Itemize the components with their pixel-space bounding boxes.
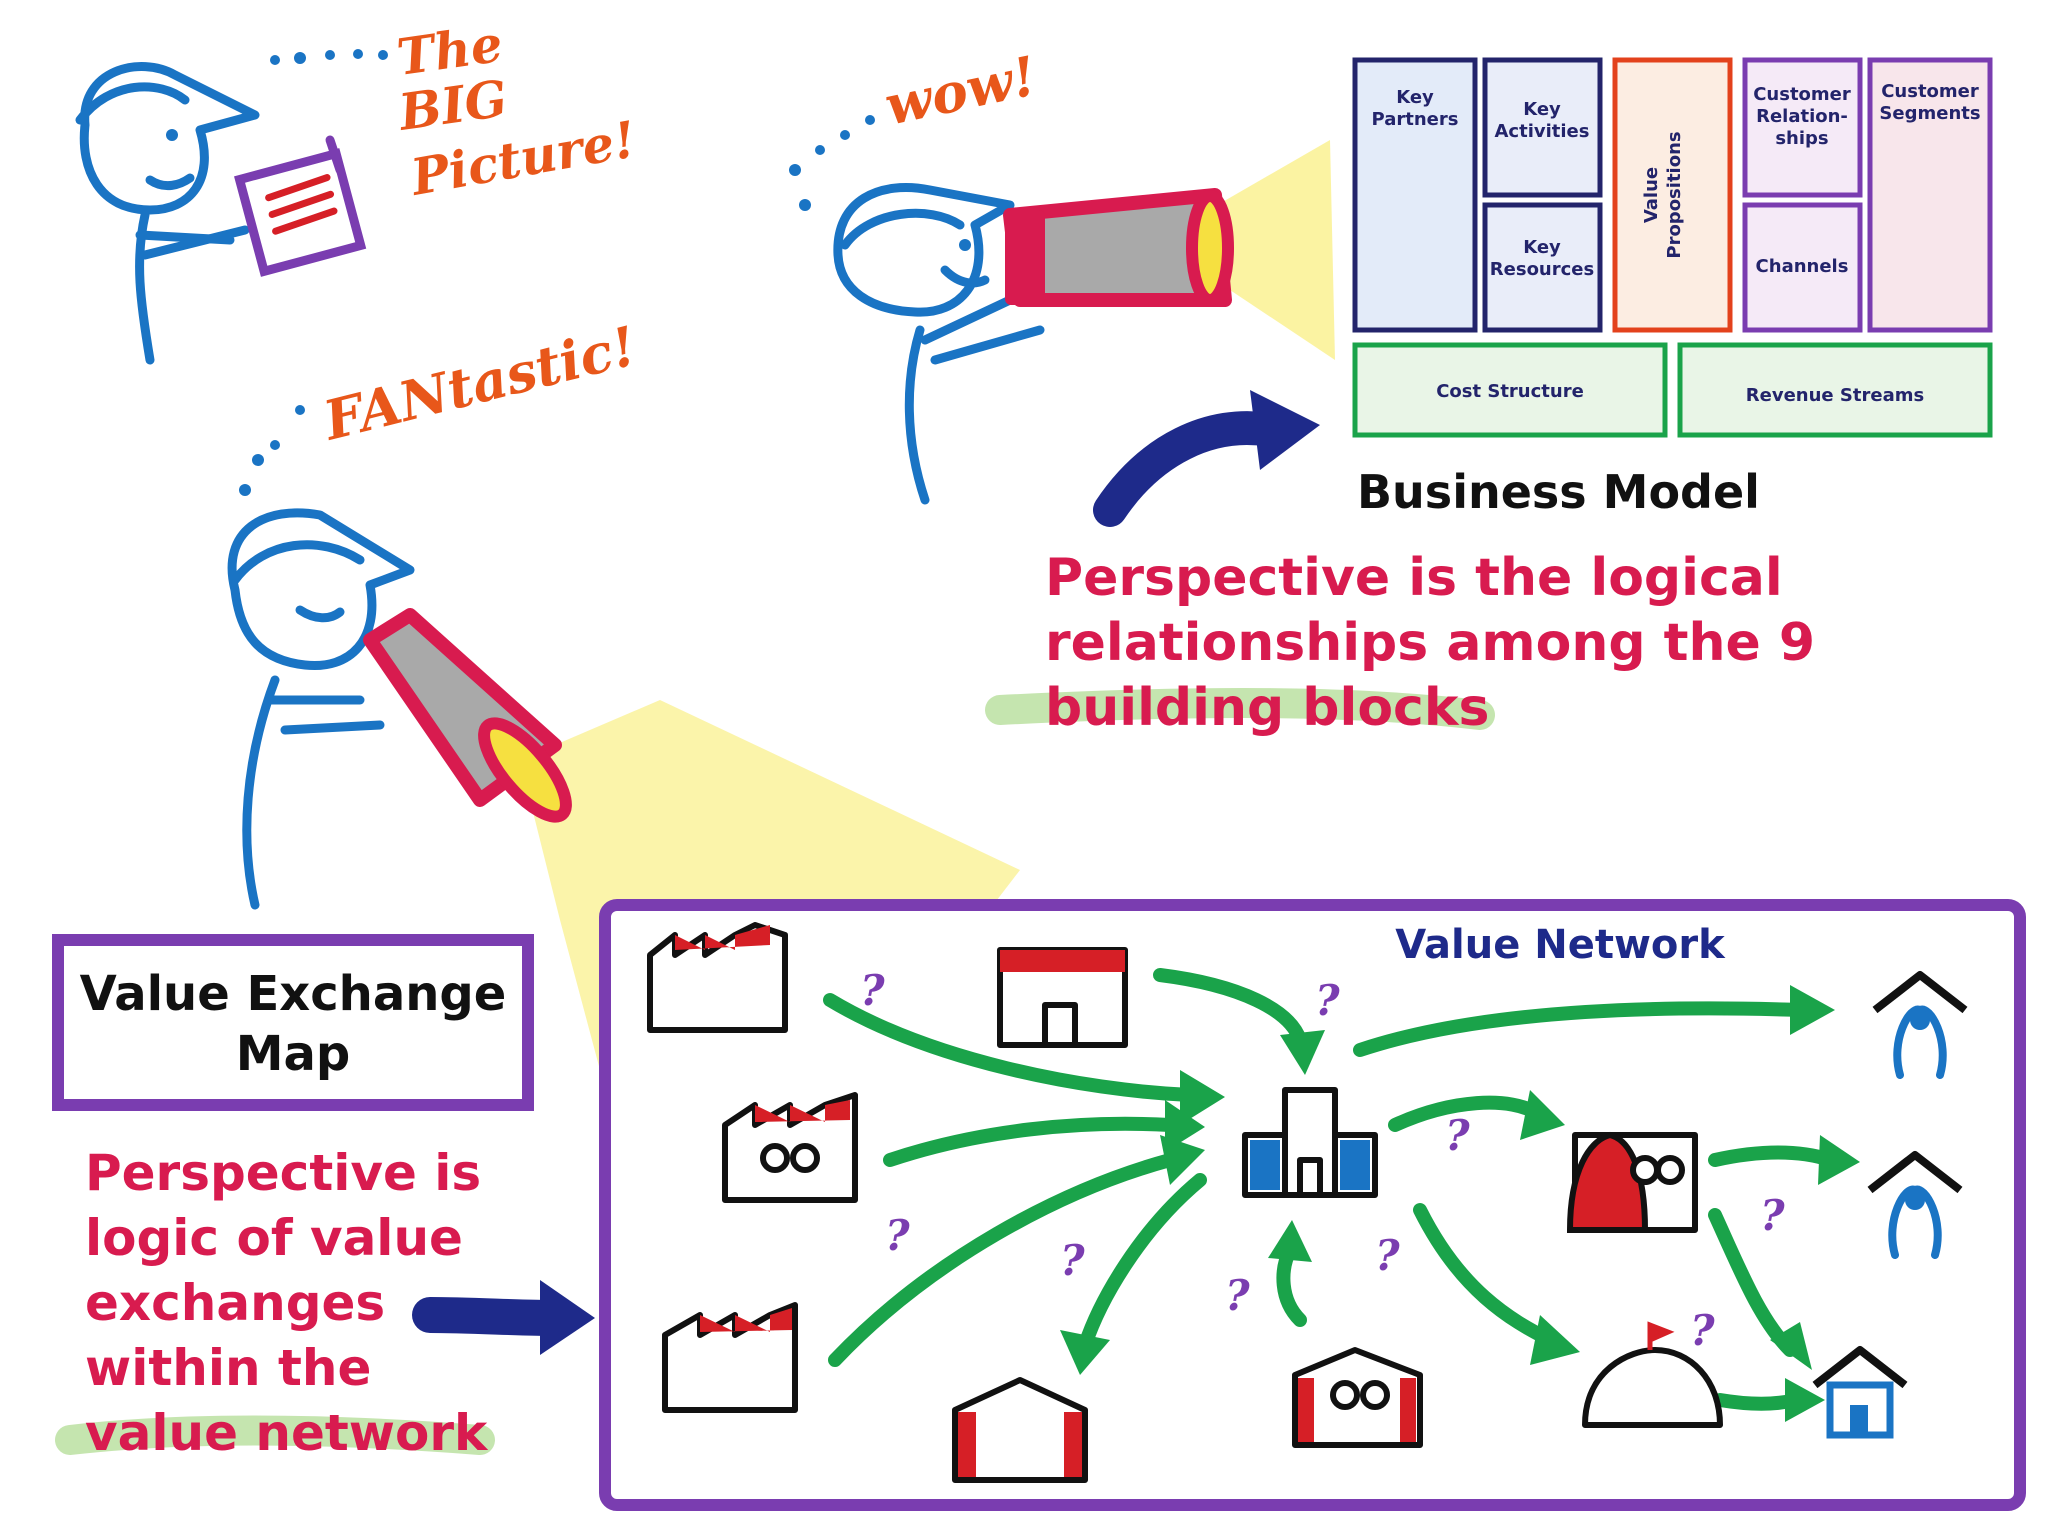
customer-relationships-label-3: ships: [1775, 128, 1828, 149]
key-resources-label-1: Key: [1523, 237, 1561, 258]
home-1: [1872, 971, 1968, 1079]
key-activities-label-2: Activities: [1495, 121, 1590, 142]
home-2: [1867, 1151, 1963, 1259]
store-with-tent: [1566, 1131, 1698, 1233]
wow-text: wow!: [879, 43, 1042, 137]
shop: [997, 947, 1128, 1048]
customer-segments-label-2: Segments: [1879, 103, 1980, 124]
cost-structure-label: Cost Structure: [1436, 381, 1584, 402]
booth: [1292, 1347, 1423, 1448]
value-propositions-label-1: Value: [1641, 167, 1662, 223]
customer-relationships-block: [1742, 57, 1863, 198]
network-arrows: [823, 968, 1860, 1422]
navy-arrow-to-canvas: [1093, 390, 1320, 527]
figure-fantastic: [227, 405, 572, 910]
fantastic-text: FANtastic!: [316, 313, 643, 453]
highlight-value-network: [55, 1415, 495, 1455]
figure-big-picture: [75, 49, 388, 365]
figure-wow: [789, 115, 1234, 505]
factory-1: [647, 922, 788, 1033]
highlight-building-blocks: [985, 688, 1495, 730]
question-mark: ?: [1690, 1306, 1715, 1355]
channels-block: [1742, 202, 1863, 333]
arrow-store-home2: [1708, 1145, 1837, 1167]
light-beam-top: [1200, 140, 1335, 360]
key-activities-block: [1482, 57, 1603, 198]
value-exchange-map-title-1: Value Exchange: [80, 966, 507, 1022]
arrow-shop-hub: [1153, 968, 1307, 1047]
business-model-canvas: Key Partners Key Activities Key Resource…: [1352, 57, 1993, 438]
question-mark: ?: [885, 1211, 910, 1260]
revenue-streams-block: [1677, 342, 1993, 438]
factory-2: [722, 1092, 858, 1203]
arrow-factory1-hub: [823, 993, 1197, 1102]
value-propositions-label-2: Propositions: [1664, 131, 1685, 258]
arrow-dome-home3: [1713, 1393, 1802, 1411]
customer-relationships-label-1: Customer: [1753, 84, 1851, 105]
vem-perspective-line-2: logic of value: [85, 1209, 463, 1267]
vem-perspective-line-5: value network: [85, 1404, 489, 1462]
question-mark: ?: [1760, 1191, 1785, 1240]
navy-arrow-to-network: [412, 1280, 595, 1355]
question-mark: ?: [1060, 1236, 1085, 1285]
arrow-factory2-hub: [883, 1116, 1177, 1167]
question-mark: ?: [1315, 976, 1340, 1025]
bm-perspective-line-2: relationships among the 9: [1045, 613, 1815, 673]
question-mark: ?: [1375, 1231, 1400, 1280]
key-partners-label-1: Key: [1396, 87, 1434, 108]
factory-3: [662, 1302, 798, 1413]
channels-label: Channels: [1756, 256, 1849, 277]
value-exchange-map-title-2: Map: [236, 1026, 351, 1082]
customer-relationships-label-2: Relation-: [1756, 106, 1848, 127]
vem-perspective-line-3: exchanges: [85, 1274, 385, 1332]
central-hub: [1242, 1087, 1378, 1198]
question-mark: ?: [1445, 1111, 1470, 1160]
home-3: [1812, 1346, 1908, 1439]
key-resources-label-2: Resources: [1490, 259, 1594, 280]
arrow-hub-dome: [1413, 1203, 1557, 1347]
warehouse: [952, 1377, 1088, 1483]
revenue-streams-label: Revenue Streams: [1746, 385, 1924, 406]
arrow-hub-home1: [1353, 1001, 1807, 1057]
key-partners-label-2: Partners: [1372, 109, 1459, 130]
value-exchange-map-box: [52, 934, 534, 1111]
key-activities-label-1: Key: [1523, 99, 1561, 120]
cost-structure-block: [1352, 342, 1668, 438]
vem-perspective-line-4: within the: [85, 1339, 371, 1397]
customer-segments-label-1: Customer: [1881, 81, 1979, 102]
question-mark: ?: [1225, 1271, 1250, 1320]
value-propositions-block: [1612, 57, 1733, 333]
value-network-title: Value Network: [1395, 922, 1726, 968]
arrow-factory3-hub: [828, 1153, 1177, 1367]
customer-segments-block: [1867, 57, 1993, 333]
key-resources-block: [1482, 202, 1603, 333]
big-picture-word-1: The: [393, 14, 506, 87]
arrow-hub-warehouse: [1078, 1173, 1207, 1352]
bm-perspective-line-3: building blocks: [1045, 678, 1489, 738]
question-mark: ?: [860, 966, 885, 1015]
vem-perspective-line-1: Perspective is: [85, 1144, 481, 1202]
dome: [1582, 1321, 1723, 1428]
key-partners-block: [1352, 57, 1478, 333]
business-model-title: Business Model: [1357, 465, 1760, 519]
bm-perspective-line-1: Perspective is the logical: [1045, 548, 1783, 608]
